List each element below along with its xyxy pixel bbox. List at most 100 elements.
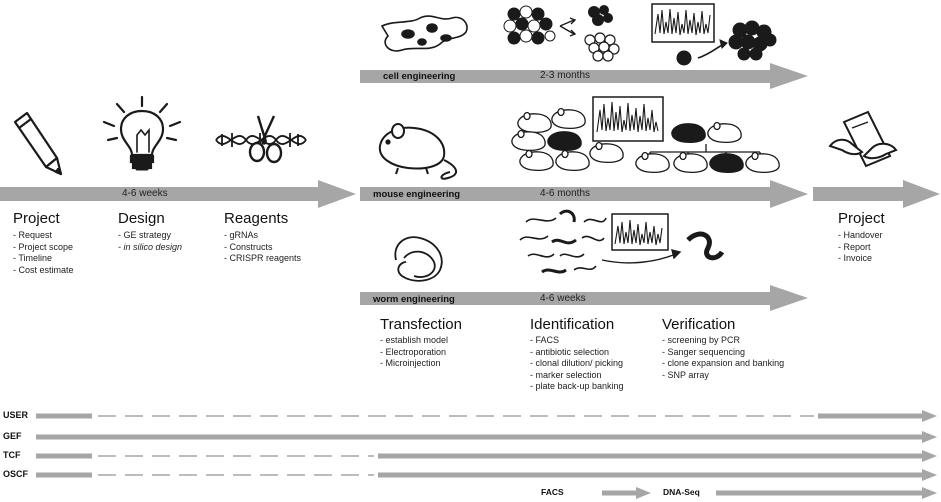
sequencing-trace-box-cell [651, 3, 715, 43]
phase-title: Verification [662, 316, 736, 333]
small-mouse-icon [709, 153, 744, 173]
small-mouse-icon [519, 149, 554, 171]
lane-label-user: USER [3, 410, 29, 420]
phase-transfection: Transfection establish model Electropora… [380, 316, 462, 370]
phase-title: Project [13, 210, 60, 227]
list-item: Handover [838, 230, 885, 242]
phase-design: Design GE strategy in silico design [118, 210, 182, 253]
small-mouse-icon [745, 151, 780, 173]
list-item: Microinjection [380, 358, 462, 370]
sequencing-trace-box-worm [611, 213, 669, 251]
mouse-engineering-arrow [360, 180, 808, 208]
list-item: Cost estimate [13, 265, 74, 277]
list-item: clone expansion and banking [662, 358, 785, 370]
worm-result-arrow [601, 249, 682, 264]
phase-bullets: establish model Electroporation Microinj… [380, 335, 462, 370]
clonal-expansion-icon [676, 20, 777, 66]
white-cells-icon [584, 32, 620, 62]
pencil-icon [13, 111, 63, 176]
cell-engineering-duration: 2-3 months [540, 70, 591, 81]
small-mouse-icon [555, 149, 590, 171]
list-item: FACS [530, 335, 624, 347]
small-mouse-icon [517, 111, 552, 133]
list-item: gRNAs [224, 230, 301, 242]
list-item: marker selection [530, 370, 624, 382]
list-item: Sanger sequencing [662, 347, 784, 359]
list-item: clonal dilution/ picking [530, 358, 624, 370]
lane-label-oscf: OSCF [3, 469, 29, 479]
project-end-arrow [813, 180, 940, 208]
black-cells-icon [588, 5, 613, 26]
small-mouse-icon [673, 151, 708, 173]
list-item: Project scope [13, 242, 74, 254]
phase-reagents: Reagents gRNAs Constructs CRISPR reagent… [224, 210, 301, 265]
lightbulb-icon [102, 95, 182, 171]
phase-project-end: Project Handover Report Invoice [838, 210, 885, 265]
small-mouse-icon [589, 141, 624, 163]
list-item: establish model [380, 335, 462, 347]
worm-engineering-duration: 4-6 weeks [540, 293, 586, 304]
mice-cluster-icon [511, 107, 624, 171]
small-mouse-icon [547, 131, 582, 151]
cell-engineering-arrow [360, 63, 808, 89]
phase-title: Transfection [380, 316, 462, 333]
lane-user-line [36, 410, 937, 422]
main-arrow-duration: 4-6 weeks [122, 188, 168, 199]
list-item: Constructs [224, 242, 301, 254]
list-item: plate back-up banking [530, 381, 624, 393]
phase-title: Design [118, 210, 165, 227]
dnaseq-arrow [716, 487, 937, 499]
list-item: Timeline [13, 253, 74, 265]
black-worm-icon [686, 231, 725, 261]
list-item: Invoice [838, 253, 885, 265]
lane-gef-line [36, 431, 937, 443]
worm-cluster-icon [519, 209, 607, 274]
list-item: SNP array [662, 370, 784, 382]
list-item: screening by PCR [662, 335, 784, 347]
lane-label-gef: GEF [3, 431, 22, 441]
cell-colony-icon [503, 5, 556, 45]
list-item: Request [13, 230, 74, 242]
phase-identification: Identification FACS antibiotic selection… [530, 316, 624, 393]
sequencing-trace-box-mouse [592, 96, 664, 142]
phase-bullets: Request Project scope Timeline Cost esti… [13, 230, 74, 277]
phase-bullets: screening by PCR Sanger sequencing clone… [662, 335, 785, 382]
phase-title: Project [838, 210, 885, 227]
list-item: Report [838, 242, 885, 254]
worm-engineering-arrow [360, 285, 808, 311]
cells-icon [380, 15, 468, 52]
dna-scissors-icon [215, 115, 307, 164]
small-mouse-icon [671, 123, 706, 143]
phase-bullets: Handover Report Invoice [838, 230, 885, 265]
list-item: in silico design [118, 242, 183, 254]
list-item: CRISPR reagents [224, 253, 302, 265]
lane-oscf-line [36, 469, 937, 481]
lane-label-tcf: TCF [3, 450, 21, 460]
facs-label: FACS [541, 487, 564, 497]
small-mouse-icon [707, 121, 742, 143]
facs-arrow [602, 487, 651, 499]
mouse-icon [378, 123, 458, 180]
split-arrow-icon [559, 17, 577, 37]
phase-title: Identification [530, 316, 615, 333]
phase-bullets: GE strategy in silico design [118, 230, 183, 254]
phase-bullets: gRNAs Constructs CRISPR reagents [224, 230, 302, 265]
worm-engineering-label: worm engineering [373, 294, 455, 305]
small-mouse-icon [551, 107, 586, 129]
phase-bullets: FACS antibiotic selection clonal dilutio… [530, 335, 624, 393]
dnaseq-label: DNA-Seq [663, 487, 700, 497]
breeding-tree-icon [635, 121, 780, 173]
mouse-engineering-label: mouse engineering [373, 189, 461, 200]
list-item: antibiotic selection [530, 347, 624, 359]
phase-title: Reagents [224, 210, 289, 227]
small-mouse-icon [511, 129, 546, 151]
phase-verification: Verification screening by PCR Sanger seq… [662, 316, 784, 381]
small-mouse-icon [635, 151, 670, 173]
handshake-document-icon [828, 110, 898, 168]
list-item: Electroporation [380, 347, 462, 359]
phase-project-start: Project Request Project scope Timeline C… [13, 210, 74, 276]
cell-engineering-label: cell engineering [383, 71, 456, 82]
worm-icon [394, 236, 443, 282]
mouse-engineering-duration: 4-6 months [540, 188, 591, 199]
